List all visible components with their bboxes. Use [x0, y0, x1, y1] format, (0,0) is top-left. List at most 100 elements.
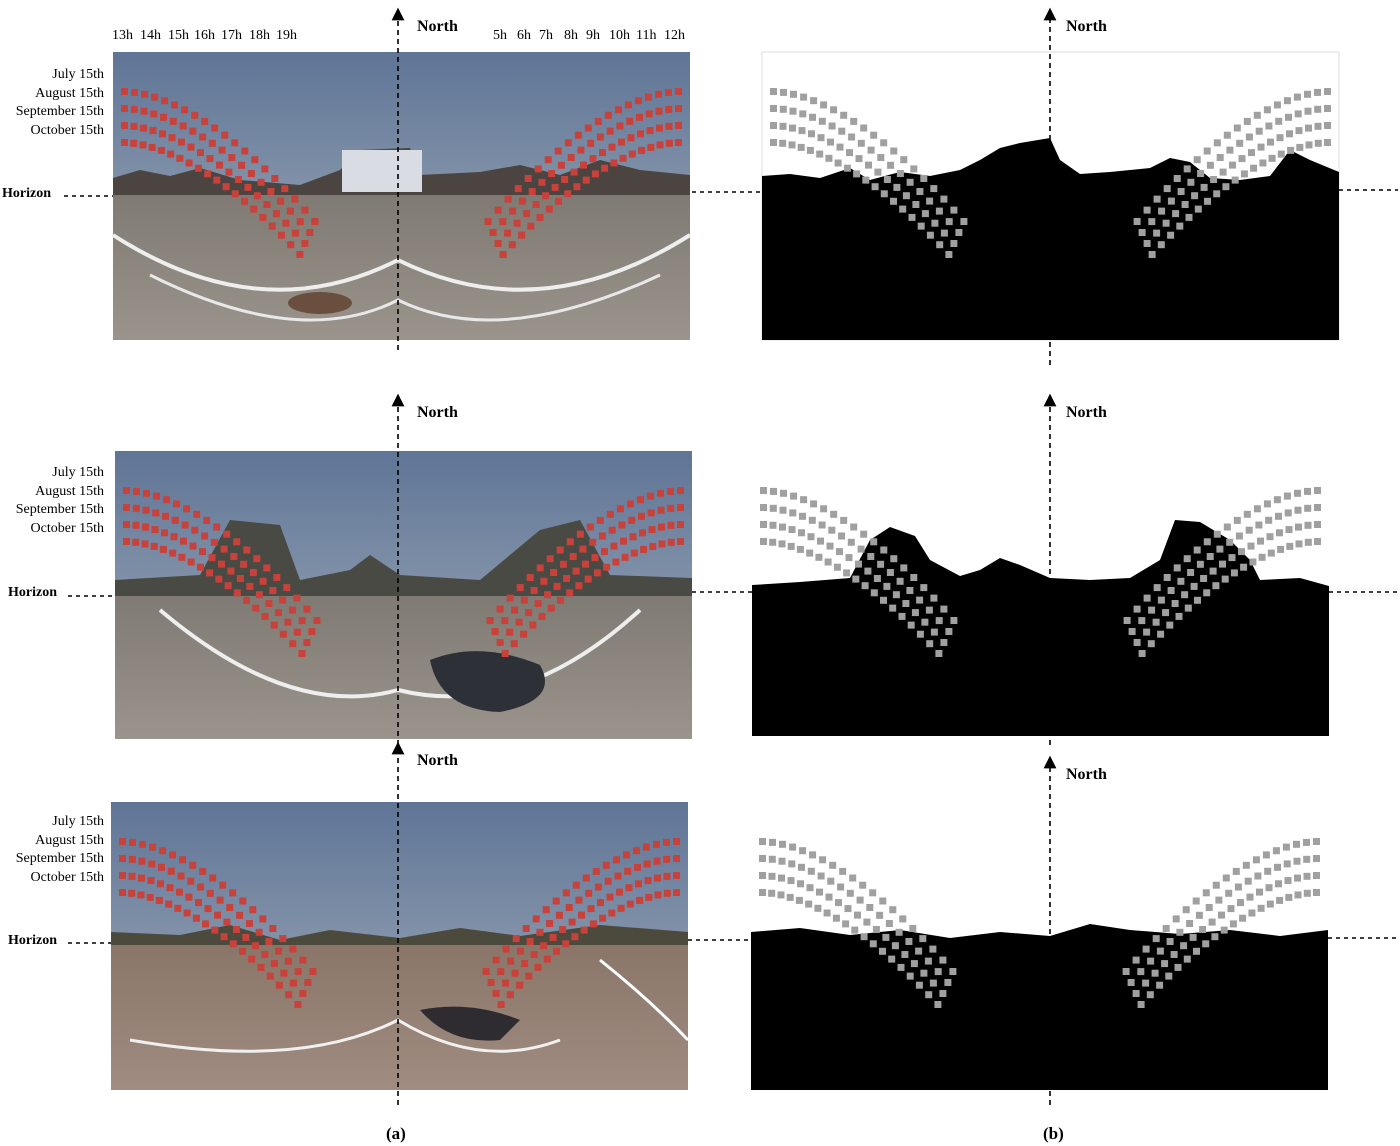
sun-path-dot: [1213, 139, 1221, 147]
sun-path-dot: [628, 150, 636, 158]
sun-path-dot: [1137, 1001, 1145, 1008]
sun-path-dot: [1243, 117, 1251, 125]
sun-path-dot: [649, 542, 657, 550]
sun-path-dot: [299, 956, 307, 964]
sun-path-dot: [178, 553, 186, 561]
sun-path-dot: [891, 942, 899, 950]
sun-path-dot: [1173, 175, 1181, 182]
sun-path-dot: [289, 979, 297, 987]
sun-path-dot: [896, 577, 904, 585]
sun-path-dot: [608, 143, 616, 151]
sun-path-dot: [236, 575, 244, 582]
sun-path-dot: [506, 991, 514, 999]
sun-path-dot: [265, 938, 273, 945]
sun-path-dot: [1165, 972, 1173, 980]
sun-path-dot: [675, 122, 682, 129]
sun-path-dot: [294, 1001, 302, 1008]
sun-path-dot: [910, 574, 918, 581]
sun-path-dot: [203, 516, 211, 524]
sun-path-dot: [1242, 861, 1250, 869]
sun-path-dot: [1226, 146, 1234, 154]
sun-path-dot: [169, 851, 177, 859]
sun-path-dot: [1220, 926, 1228, 934]
sun-path-dot: [526, 574, 534, 581]
sun-path-dot: [243, 596, 250, 604]
sun-path-dot: [893, 183, 901, 191]
sun-path-dot: [1248, 909, 1256, 917]
panorama-photo-1: [111, 52, 692, 340]
sun-path-dot: [789, 843, 797, 851]
sun-path-dot: [789, 124, 796, 132]
sun-path-dot: [908, 213, 916, 221]
sun-path-dot: [499, 251, 507, 258]
sun-path-dot: [268, 222, 276, 230]
sun-path-dot: [1177, 577, 1185, 585]
sun-path-dot: [221, 131, 229, 139]
sun-path-dot: [1152, 935, 1160, 943]
sun-path-dot: [644, 93, 652, 101]
sun-path-dot: [564, 190, 572, 198]
sun-path-dot: [176, 154, 184, 162]
sun-path-dot: [929, 945, 937, 953]
sun-path-dot: [176, 888, 183, 896]
sun-path-dot: [179, 122, 187, 130]
sun-path-dot: [945, 628, 953, 635]
sun-path-dot: [138, 874, 145, 882]
sun-path-dot: [491, 628, 499, 635]
sun-path-dot: [496, 605, 504, 613]
sun-path-dot: [636, 496, 644, 504]
sun-path-dot: [1157, 241, 1165, 249]
sun-path-dot: [591, 554, 599, 562]
sun-path-dot: [187, 558, 195, 566]
sun-path-dot: [617, 904, 625, 912]
sun-path-dot: [940, 605, 948, 613]
sun-path-dot: [187, 877, 195, 885]
sun-path-dot: [663, 855, 671, 863]
sun-path-dot: [564, 139, 572, 147]
sun-path-dot: [807, 533, 815, 541]
sun-path-dot: [1151, 969, 1159, 977]
sun-path-dot: [246, 582, 254, 590]
sun-path-dot: [916, 188, 924, 195]
sun-path-dot: [141, 540, 149, 548]
sun-path-dot: [129, 838, 136, 846]
sun-path-dot: [303, 605, 311, 613]
sun-path-dot: [1222, 183, 1230, 191]
sun-path-dot: [852, 575, 860, 583]
sun-path-dot: [892, 591, 900, 599]
sun-path-dot: [601, 164, 609, 172]
sun-path-dot: [779, 122, 787, 130]
sun-path-dot: [877, 154, 885, 161]
sun-path-dot: [210, 538, 218, 546]
sun-path-dot: [906, 972, 914, 980]
sun-path-dot: [838, 127, 846, 135]
sun-path-dot: [1324, 122, 1331, 129]
sun-path-dot: [930, 628, 938, 636]
sun-path-dot: [770, 105, 777, 112]
sun-path-dot: [840, 111, 848, 119]
sun-path-dot: [149, 127, 157, 135]
sun-path-dot: [1314, 139, 1322, 147]
sun-path-dot: [899, 915, 907, 923]
sun-path-dot: [521, 960, 529, 968]
sun-path-dot: [299, 990, 307, 997]
sun-path-dot: [924, 957, 932, 965]
sun-path-dot: [890, 147, 898, 155]
sun-path-dot: [279, 630, 287, 638]
sun-path-dot: [309, 968, 317, 975]
sun-path-dot: [489, 229, 497, 236]
sun-path-dot: [148, 143, 156, 151]
sun-path-dot: [160, 113, 167, 121]
sun-path-dot: [206, 569, 214, 577]
sun-path-dot: [788, 526, 796, 534]
sun-path-dot: [150, 110, 158, 118]
sun-path-dot: [582, 874, 590, 882]
sun-path-dot: [199, 548, 206, 556]
sun-path-dot: [557, 161, 565, 169]
sun-path-dot: [1254, 872, 1262, 880]
sun-path-dot: [1276, 896, 1284, 904]
sun-path-dot: [1284, 877, 1292, 885]
sun-path-dot: [574, 131, 582, 139]
sun-path-dot: [677, 538, 684, 545]
sun-path-dot: [1304, 107, 1312, 115]
